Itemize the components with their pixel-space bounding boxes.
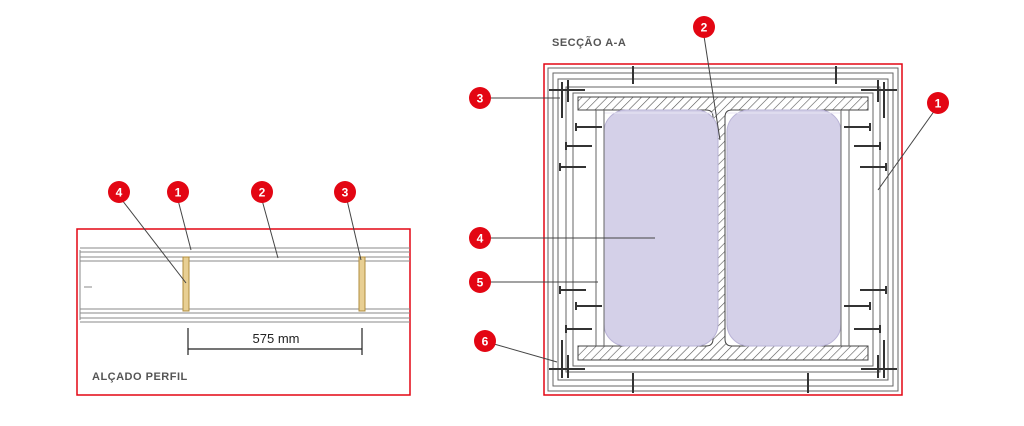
svg-text:6: 6: [482, 335, 489, 349]
svg-text:1: 1: [935, 97, 942, 111]
elevation-leaders: [121, 199, 362, 284]
stud-right: [358, 256, 366, 312]
marker-6-section: 6: [474, 330, 496, 352]
stud-left: [182, 256, 190, 312]
marker-2-section: 2: [693, 16, 715, 38]
marker-5-section: 5: [469, 271, 491, 293]
svg-text:4: 4: [477, 232, 484, 246]
elevation-bottom-track: [80, 308, 410, 323]
marker-4-section: 4: [469, 227, 491, 249]
section-title: SECÇÃO A-A: [552, 36, 626, 49]
dimension-label: 575 mm: [253, 331, 300, 346]
svg-text:3: 3: [477, 92, 484, 106]
marker-4-elevation: 4: [108, 181, 130, 203]
svg-text:3: 3: [342, 186, 349, 200]
marker-1-section: 1: [927, 92, 949, 114]
elevation-top-track: [80, 247, 410, 262]
steel-profile: [577, 96, 869, 361]
marker-3-elevation: 3: [334, 181, 356, 203]
section-leaders: [490, 35, 936, 363]
dimension-line: [187, 328, 363, 355]
svg-text:2: 2: [259, 186, 266, 200]
board-layers: [547, 67, 899, 392]
section-frame: [543, 63, 903, 396]
svg-text:2: 2: [701, 21, 708, 35]
elevation-view: 575 mm ALÇADO PERFIL 4 1 2 3: [76, 181, 411, 396]
elevation-frame: [76, 228, 411, 396]
svg-text:5: 5: [477, 276, 484, 290]
svg-text:1: 1: [175, 186, 182, 200]
insulation-left: [603, 109, 719, 347]
section-view: SECÇÃO A-A: [469, 16, 949, 396]
marker-2-elevation: 2: [251, 181, 273, 203]
screws-top: [549, 66, 897, 118]
marker-1-elevation: 1: [167, 181, 189, 203]
insulation-right: [726, 109, 842, 347]
svg-text:4: 4: [116, 186, 123, 200]
screws-bottom: [549, 340, 897, 393]
elevation-title: ALÇADO PERFIL: [92, 371, 188, 383]
marker-3-section: 3: [469, 87, 491, 109]
